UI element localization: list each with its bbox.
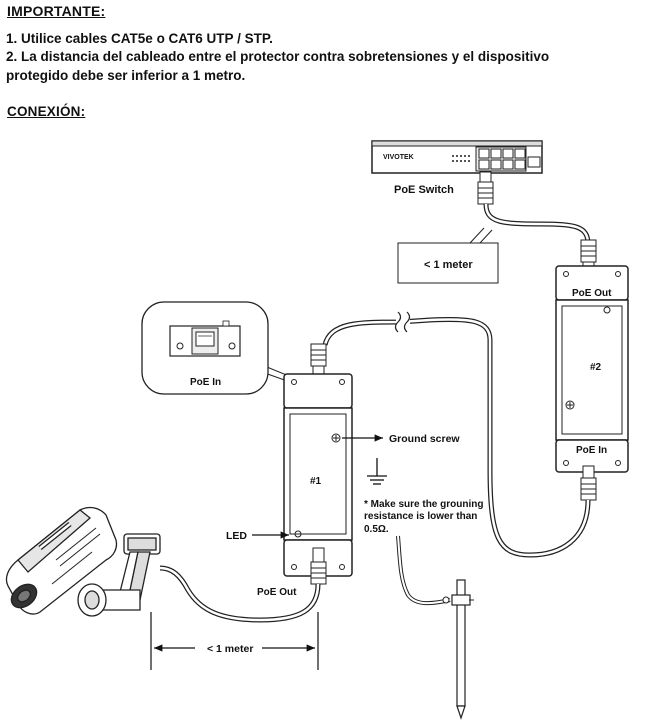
poe-in-callout: PoE In [141, 301, 319, 395]
instruction-1: 1. Utilice cables CAT5e o CAT6 UTP / STP… [6, 31, 273, 46]
surge-protector-2 [555, 265, 629, 473]
meter-bottom-text: < 1 meter [207, 643, 253, 655]
meter-label-top: < 1 meter [397, 227, 499, 284]
switch-led-grid [452, 155, 470, 162]
ground-note-line1: * Make sure the grouning [364, 499, 483, 510]
protector1-id: #1 [310, 476, 322, 487]
ground-wire [396, 535, 451, 606]
connection-heading: CONEXIÓN: [7, 104, 86, 119]
meter-top-text: < 1 meter [424, 259, 473, 271]
poe-switch: VIVOTEK [371, 140, 543, 174]
switch-label: PoE Switch [394, 184, 454, 196]
protector2-port-in: PoE In [576, 445, 607, 456]
ground-note-line2: resistance is lower than [364, 511, 477, 522]
surge-protector-1 [283, 373, 353, 577]
ground-symbol-icon [367, 458, 387, 485]
led-label: LED [226, 530, 247, 542]
switch-plug [477, 171, 494, 205]
protector2-port-out: PoE Out [572, 288, 612, 299]
instruction-2: 2. La distancia del cableado entre el pr… [6, 49, 550, 64]
protector1-led-icon [294, 530, 302, 538]
cable-break-mark [394, 310, 411, 333]
instruction-2-cont: protegido debe ser inferior a 1 metro. [6, 68, 246, 83]
protector2-plug-bottom [580, 465, 597, 501]
bullet-camera [5, 506, 161, 617]
meter-dimension-bottom [150, 612, 319, 670]
ground-rod [442, 579, 474, 720]
switch-brand-logo: VIVOTEK [383, 154, 414, 161]
ground-note-line3: 0.5Ω. [364, 524, 389, 535]
protector2-id: #2 [590, 362, 602, 373]
callout-poe-in-label: PoE In [190, 377, 221, 388]
ground-screw-label: Ground screw [389, 433, 460, 445]
switch-ports [475, 146, 527, 172]
protector1-plug-bottom [310, 547, 327, 585]
protector1-port-out: PoE Out [257, 587, 297, 598]
protector1-plug-top [310, 343, 327, 381]
important-heading: IMPORTANTE: [7, 3, 106, 19]
protector2-led-icon [603, 306, 611, 314]
